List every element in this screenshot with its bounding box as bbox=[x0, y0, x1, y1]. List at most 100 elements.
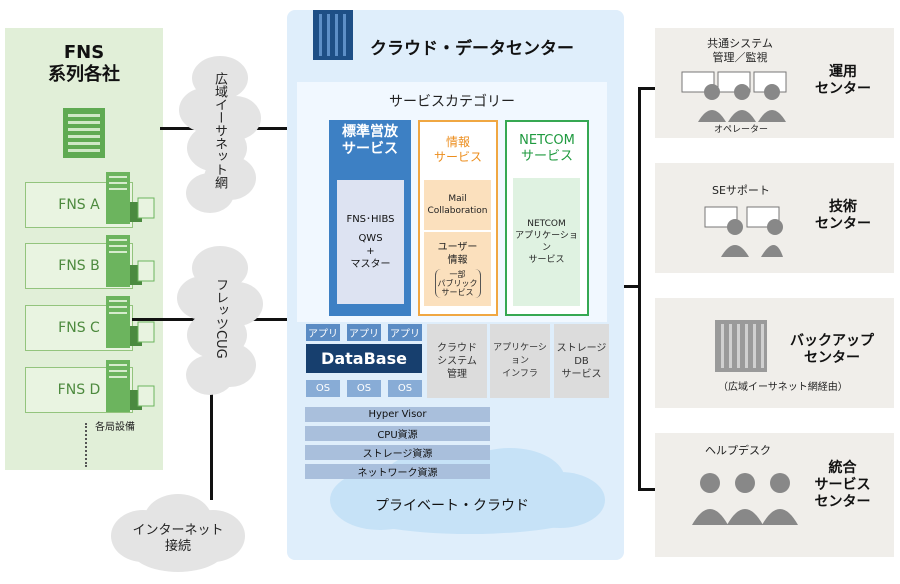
tech-center-title: 技術 センター bbox=[808, 199, 878, 233]
os-box: OS bbox=[306, 380, 340, 397]
equipment-icon bbox=[106, 172, 155, 224]
storage-line3: サービス bbox=[561, 368, 602, 380]
backup-title-line1: バックアップ bbox=[790, 333, 874, 349]
cloud-mgmt-line3: 管理 bbox=[447, 368, 467, 380]
netcom-line2: アプリケーション bbox=[515, 231, 578, 253]
helpdesk-operators-icon bbox=[692, 473, 798, 525]
backup-center-panel bbox=[655, 298, 894, 408]
branch-label: FNS B bbox=[58, 258, 100, 274]
internet-label-line1: インターネット bbox=[132, 523, 224, 538]
cloud-mgmt-line2: システム bbox=[437, 355, 477, 367]
app-box: アプリ bbox=[306, 324, 340, 341]
standard-title-line1: 標準営放 bbox=[342, 124, 398, 140]
line-flets-internet bbox=[210, 370, 213, 500]
info-note-line1: 一部 bbox=[449, 269, 466, 279]
std-line3: + bbox=[366, 246, 375, 257]
backup-note: （広域イーサネット網経由） bbox=[718, 382, 848, 393]
cpu-layer: CPU資源 bbox=[305, 426, 490, 441]
info-a-line2: Collaboration bbox=[427, 206, 488, 216]
cloud-mgmt-box: クラウド システム 管理 bbox=[427, 324, 487, 398]
line-to-integrated bbox=[638, 488, 656, 491]
netcom-service-detail: NETCOM アプリケーション サービス bbox=[513, 178, 580, 306]
line-to-ops bbox=[638, 87, 656, 90]
storage-line1: ストレージ bbox=[556, 342, 607, 354]
netcom-line1: NETCOM bbox=[527, 219, 566, 229]
ops-sub-line2: 管理／監視 bbox=[712, 51, 768, 64]
tech-title-line2: センター bbox=[815, 216, 871, 232]
private-cloud-label: プライベート・クラウド bbox=[375, 498, 529, 514]
netcom-title-line1: NETCOM bbox=[519, 133, 575, 148]
ops-sub-line1: 共通システム bbox=[707, 37, 773, 50]
info-b-line2: 情報 bbox=[447, 254, 468, 266]
public-service-note: 一部 パブリック サービス bbox=[434, 268, 481, 298]
fns-title: FNS 系列各社 bbox=[5, 42, 163, 86]
ops-title-line2: センター bbox=[815, 81, 871, 97]
os-box: OS bbox=[388, 380, 422, 397]
info-title-line2: サービス bbox=[433, 150, 482, 164]
branch-label: FNS D bbox=[57, 382, 101, 398]
ops-sub-label: 共通システム 管理／監視 bbox=[680, 37, 800, 65]
se-workstations-icon bbox=[704, 206, 783, 257]
info-note-line3: サービス bbox=[441, 287, 474, 297]
internet-label: インターネット 接続 bbox=[113, 523, 243, 555]
branch-label: FNS A bbox=[58, 197, 100, 213]
equipment-icon bbox=[106, 360, 155, 412]
app-infra-box: アプリケーション インフラ bbox=[490, 324, 550, 398]
ops-title-line1: 運用 bbox=[829, 64, 857, 80]
integrated-center-title: 統合 サービス センター bbox=[805, 460, 880, 511]
backup-server-icon bbox=[715, 320, 767, 372]
app-infra-line1: アプリケーション bbox=[493, 342, 547, 366]
info-title-line1: 情報 bbox=[445, 135, 470, 149]
std-line4: マスター bbox=[350, 259, 391, 270]
wan-cloud-icon bbox=[179, 56, 261, 213]
standard-title-line2: サービス bbox=[342, 141, 398, 157]
branch-equipment-note: 各局設備 bbox=[95, 422, 135, 433]
helpdesk-label: ヘルプデスク bbox=[705, 444, 771, 457]
std-line2: QWS bbox=[358, 233, 383, 244]
cloud-mgmt-line1: クラウド bbox=[437, 342, 477, 354]
netcom-title-line2: サービス bbox=[520, 149, 573, 164]
info-note-line2: パブリック bbox=[437, 278, 478, 288]
wan-label: 広域イーサネット網 bbox=[212, 71, 227, 189]
flets-cloud-icon bbox=[177, 246, 263, 395]
branch-label: FNS C bbox=[58, 320, 100, 336]
storage-line2: DB bbox=[574, 355, 589, 367]
storage-layer: ストレージ資源 bbox=[305, 445, 490, 460]
backup-title-line2: センター bbox=[804, 350, 860, 366]
storage-db-box: ストレージ DB サービス bbox=[554, 324, 609, 398]
integrated-title-line2: サービス bbox=[814, 477, 871, 493]
line-dc-trunk bbox=[622, 285, 640, 288]
mail-collab-box: Mail Collaboration bbox=[424, 180, 491, 230]
integrated-title-line1: 統合 bbox=[828, 460, 857, 476]
integrated-center-panel bbox=[655, 433, 894, 557]
app-box: アプリ bbox=[347, 324, 381, 341]
line-right-bus bbox=[638, 87, 641, 491]
ops-center-title: 運用 センター bbox=[808, 64, 878, 98]
standard-service-detail: FNS･HIBS QWS + マスター bbox=[337, 180, 404, 304]
operator-label: オペレーター bbox=[714, 125, 769, 135]
tech-sub-label: SEサポート bbox=[712, 184, 770, 197]
app-box: アプリ bbox=[388, 324, 422, 341]
netcom-service-title: NETCOM サービス bbox=[505, 133, 589, 165]
network-layer: ネットワーク資源 bbox=[305, 464, 490, 479]
app-infra-line2: インフラ bbox=[502, 368, 538, 379]
hypervisor-layer: Hyper Visor bbox=[305, 407, 490, 422]
building-icon bbox=[63, 108, 105, 158]
backup-center-title: バックアップ センター bbox=[777, 333, 887, 367]
database-box: DataBase bbox=[306, 344, 422, 373]
user-info-box: ユーザー 情報 一部 パブリック サービス bbox=[424, 232, 491, 306]
flets-label: フレッツCUG bbox=[213, 277, 228, 359]
info-service-title: 情報 サービス bbox=[418, 135, 498, 165]
datacenter-title: クラウド・データセンター bbox=[370, 39, 574, 59]
integrated-title-line3: センター bbox=[814, 494, 871, 510]
fns-title-line1: FNS bbox=[63, 42, 105, 63]
equipment-icon bbox=[106, 235, 155, 287]
standard-service-title: 標準営放 サービス bbox=[329, 124, 411, 158]
internet-cloud-icon bbox=[111, 494, 245, 572]
equipment-icon bbox=[106, 296, 155, 348]
std-line1: FNS･HIBS bbox=[346, 214, 395, 225]
continuation-dots bbox=[85, 423, 88, 467]
tech-title-line1: 技術 bbox=[829, 199, 857, 215]
info-a-line1: Mail bbox=[448, 194, 467, 204]
internet-label-line2: 接続 bbox=[164, 539, 191, 554]
